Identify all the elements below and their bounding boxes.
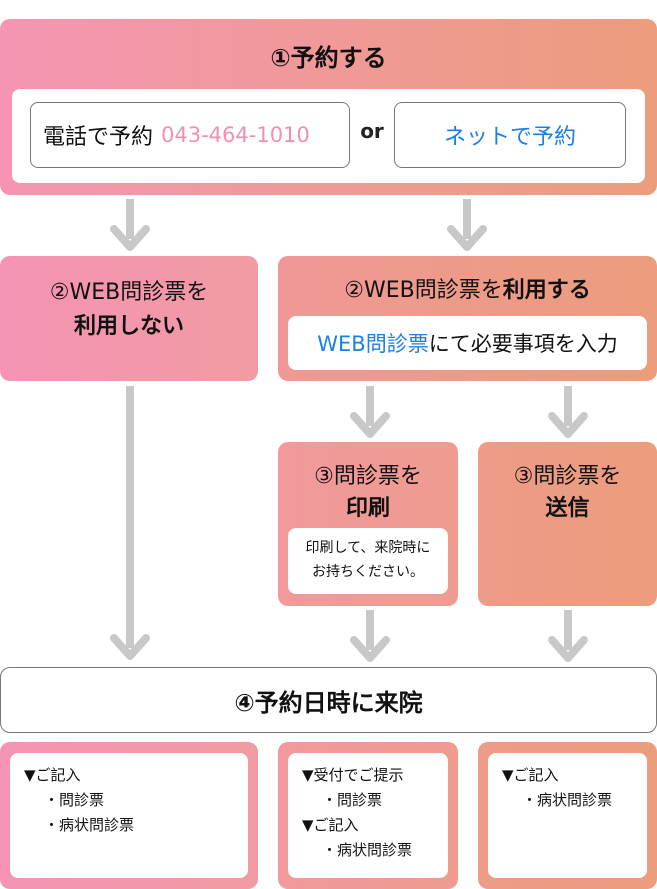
net-reservation-button[interactable]: ネットで予約 bbox=[394, 102, 626, 168]
step2-yes-title-prefix: ②WEB問診票を bbox=[344, 278, 503, 303]
step4-title: ④予約日時に来院 bbox=[234, 688, 423, 717]
bottom-right-item: ・病状問診票 bbox=[522, 791, 613, 809]
phone-number[interactable]: 043-464-1010 bbox=[161, 123, 310, 147]
bottom-mid-note: ▼受付でご提示 ・問診票 ▼ご記入 ・病状問診票 bbox=[288, 753, 448, 878]
arrow-down-icon bbox=[548, 610, 588, 664]
step3-send-panel: ③問診票を 送信 bbox=[478, 442, 657, 606]
step1-title: ①予約する bbox=[270, 44, 387, 72]
step4-box: ④予約日時に来院 bbox=[0, 667, 657, 733]
bottom-mid-item2: ・病状問診票 bbox=[322, 841, 413, 859]
bottom-mid-panel: ▼受付でご提示 ・問診票 ▼ご記入 ・病状問診票 bbox=[278, 742, 458, 889]
step3-print-panel: ③問診票を 印刷 印刷して、来院時に お持ちください。 bbox=[278, 442, 458, 606]
step2-yes-instruction: WEB問診票にて必要事項を入力 bbox=[288, 316, 647, 370]
phone-label: 電話で予約 bbox=[43, 125, 154, 150]
bottom-mid-head2: ▼ご記入 bbox=[302, 816, 359, 834]
arrow-down-icon bbox=[110, 199, 150, 253]
step2-yes-panel: ②WEB問診票を利用する WEB問診票にて必要事項を入力 bbox=[278, 256, 657, 381]
web-questionnaire-link[interactable]: WEB問診票 bbox=[317, 332, 429, 356]
bottom-mid-item1: ・問診票 bbox=[322, 791, 383, 809]
bottom-right-panel: ▼ご記入 ・病状問診票 bbox=[478, 742, 657, 889]
step2-yes-title: ②WEB問診票を利用する bbox=[278, 272, 657, 304]
bottom-right-note: ▼ご記入 ・病状問診票 bbox=[488, 753, 647, 878]
net-reservation-label: ネットで予約 bbox=[443, 125, 576, 150]
step3-print-note-line2: お持ちください。 bbox=[312, 564, 424, 580]
bottom-left-item: ・問診票 bbox=[44, 791, 105, 809]
bottom-left-panel: ▼ご記入 ・問診票 ・病状問診票 bbox=[0, 742, 258, 889]
bottom-left-item: ・病状問診票 bbox=[44, 816, 135, 834]
instruction-text: にて必要事項を入力 bbox=[428, 332, 618, 356]
arrow-down-icon bbox=[447, 199, 487, 253]
phone-reservation-button[interactable]: 電話で予約 043-464-1010 bbox=[30, 102, 350, 168]
arrow-down-icon bbox=[350, 610, 390, 664]
step2-no-line2: 利用しない bbox=[73, 314, 184, 339]
step2-no-panel: ②WEB問診票を 利用しない bbox=[0, 256, 258, 381]
bottom-left-note: ▼ご記入 ・問診票 ・病状問診票 bbox=[10, 753, 248, 878]
step3-send-line1: ③問診票を bbox=[513, 464, 622, 489]
arrow-down-icon bbox=[350, 386, 390, 440]
step3-print-note-line1: 印刷して、来院時に bbox=[305, 540, 431, 556]
step3-print-line2: 印刷 bbox=[345, 496, 390, 521]
step3-print-note: 印刷して、来院時に お持ちください。 bbox=[288, 528, 448, 594]
bottom-right-head: ▼ご記入 bbox=[502, 766, 559, 784]
or-label: or bbox=[360, 119, 384, 143]
step3-print-line1: ③問診票を bbox=[314, 464, 422, 489]
arrow-down-icon bbox=[110, 386, 150, 662]
arrow-down-icon bbox=[548, 386, 588, 440]
bottom-left-head: ▼ご記入 bbox=[24, 766, 81, 784]
step3-send-line2: 送信 bbox=[545, 496, 590, 521]
bottom-mid-head1: ▼受付でご提示 bbox=[302, 766, 404, 784]
step2-yes-title-bold: 利用する bbox=[502, 278, 591, 303]
step2-no-line1: ②WEB問診票を bbox=[49, 280, 209, 305]
